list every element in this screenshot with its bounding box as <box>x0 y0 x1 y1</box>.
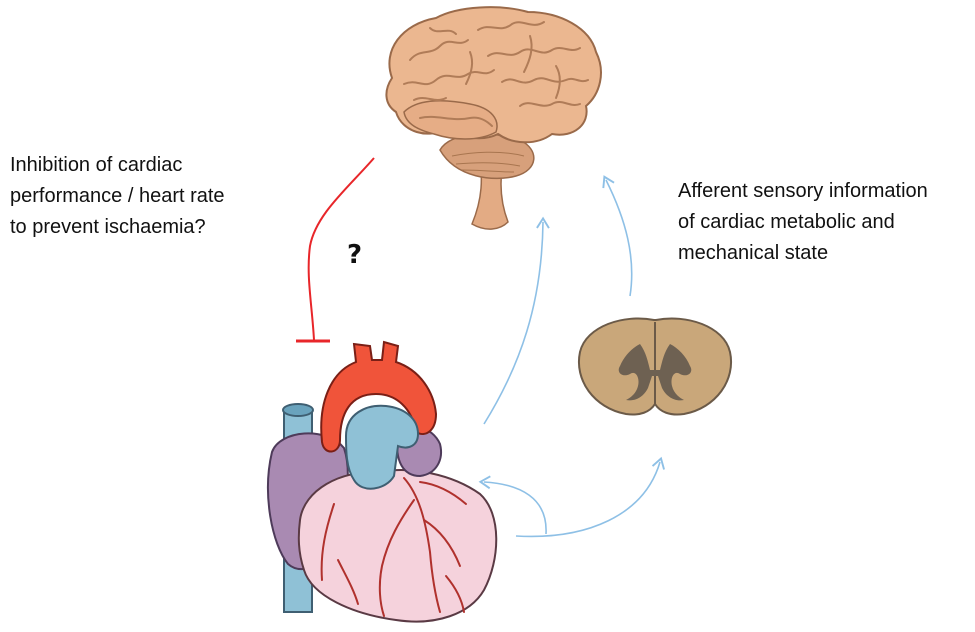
brain-icon <box>386 7 601 229</box>
afferent-arrow-heart-to-spinal <box>516 462 660 536</box>
afferent-label-line-2: of cardiac metabolic and <box>678 207 928 238</box>
afferent-arrow-heart-to-brain <box>484 222 543 424</box>
question-mark: ? <box>347 240 362 270</box>
afferent-label-line-1: Afferent sensory information <box>678 176 928 207</box>
afferent-label-line-3: mechanical state <box>678 238 928 269</box>
afferent-arrow-spinal-to-brain <box>606 180 632 296</box>
heart-icon <box>268 342 496 622</box>
inhibitory-pathway-line <box>309 158 374 340</box>
spinal-cord-section-icon <box>579 318 731 414</box>
inhibition-label: Inhibition of cardiac performance / hear… <box>10 150 225 243</box>
inhibition-label-line-1: Inhibition of cardiac <box>10 150 225 181</box>
afferent-label: Afferent sensory information of cardiac … <box>678 176 928 269</box>
inhibition-label-line-3: to prevent ischaemia? <box>10 212 225 243</box>
inhibition-label-line-2: performance / heart rate <box>10 181 225 212</box>
